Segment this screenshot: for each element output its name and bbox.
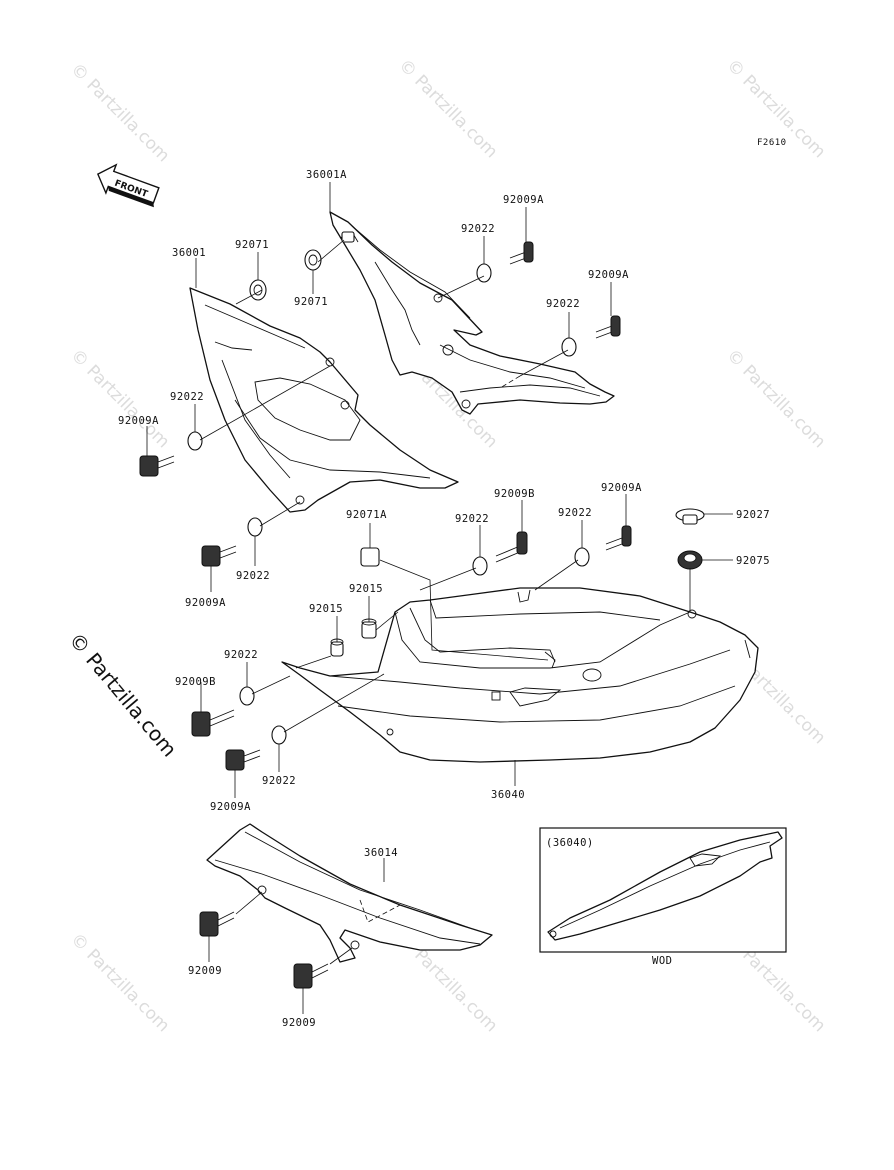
watermark-6: © Partzilla.com <box>722 345 829 452</box>
lower-cover-36014 <box>206 823 493 963</box>
bolt-92009-a <box>199 911 235 937</box>
washer-92022-g <box>239 686 255 706</box>
label-92022-d: 92022 <box>236 570 270 582</box>
watermark-9: © Partzilla.com <box>66 929 173 1036</box>
label-92071-b: 92071 <box>294 296 328 308</box>
washer-92022-b <box>561 337 577 357</box>
washer-92022-e <box>472 556 488 576</box>
figure-code: F2610 <box>757 138 787 148</box>
bolt-92009B-b <box>191 709 235 737</box>
label-92027: 92027 <box>736 509 770 521</box>
label-92022-f: 92022 <box>558 507 592 519</box>
label-92075: 92075 <box>736 555 770 567</box>
bolt-92009-b <box>293 963 329 989</box>
front-direction-arrow-icon: FRONT <box>96 163 160 208</box>
washer-92022-h <box>271 725 287 745</box>
bolt-92009B-a <box>495 531 528 563</box>
label-36001A: 36001A <box>306 169 347 181</box>
watermark-2: © Partzilla.com <box>394 55 501 162</box>
side-cover-36001 <box>189 287 459 513</box>
bolt-92009A-d <box>201 545 237 567</box>
label-92009B-a: 92009B <box>494 488 535 500</box>
grommet-92075 <box>677 550 703 570</box>
part-labels: 36001A 36001 92071 92071 92022 92009A 92… <box>118 169 770 1029</box>
label-92009-b: 92009 <box>282 1017 316 1029</box>
washer-92022-c <box>187 431 203 451</box>
label-92009A-d: 92009A <box>185 597 226 609</box>
collar-36001A <box>341 231 355 243</box>
label-92071-a: 92071 <box>235 239 269 251</box>
label-36001: 36001 <box>172 247 206 259</box>
label-36014: 36014 <box>364 847 398 859</box>
label-92022-c: 92022 <box>170 391 204 403</box>
label-92009A-b: 92009A <box>588 269 629 281</box>
inset-variant-box: (36040) WOD <box>539 827 787 967</box>
bolt-92009A-a <box>509 241 534 265</box>
grommet-92071-a <box>249 279 267 301</box>
label-92009B-b: 92009B <box>175 676 216 688</box>
bolt-92009A-e <box>605 525 632 551</box>
leader-lines <box>146 182 733 1014</box>
label-36040: 36040 <box>491 789 525 801</box>
bolt-92009A-f <box>225 749 261 771</box>
label-92009A-f: 92009A <box>210 801 251 813</box>
label-92022-a: 92022 <box>461 223 495 235</box>
label-92009A-e: 92009A <box>601 482 642 494</box>
plug-92027 <box>675 508 705 525</box>
label-92009-a: 92009 <box>188 965 222 977</box>
label-92015-b: 92015 <box>309 603 343 615</box>
watermark-1: © Partzilla.com <box>66 59 173 166</box>
washer-92022-f <box>574 547 590 567</box>
washer-92022-a <box>476 263 492 283</box>
watermark-dark: © Partzilla.com <box>64 628 182 762</box>
tail-cover-36040 <box>281 587 759 763</box>
bolt-92009A-b <box>595 315 621 339</box>
label-92022-h: 92022 <box>262 775 296 787</box>
collar-92071A <box>360 547 380 567</box>
grommet-92071-b <box>304 249 322 271</box>
washer-92022-d <box>247 517 263 537</box>
label-92022-e: 92022 <box>455 513 489 525</box>
label-92009A-c: 92009A <box>118 415 159 427</box>
watermark-4: © Partzilla.com <box>66 345 173 452</box>
label-92022-g: 92022 <box>224 649 258 661</box>
bolt-92009A-c <box>139 455 175 477</box>
label-92015-a: 92015 <box>349 583 383 595</box>
label-92022-b: 92022 <box>546 298 580 310</box>
label-92009A-a: 92009A <box>503 194 544 206</box>
inset-ref-label: (36040) <box>546 837 594 849</box>
label-92071A: 92071A <box>346 509 387 521</box>
side-cover-36001A <box>329 211 615 415</box>
inset-caption: WOD <box>652 955 672 967</box>
